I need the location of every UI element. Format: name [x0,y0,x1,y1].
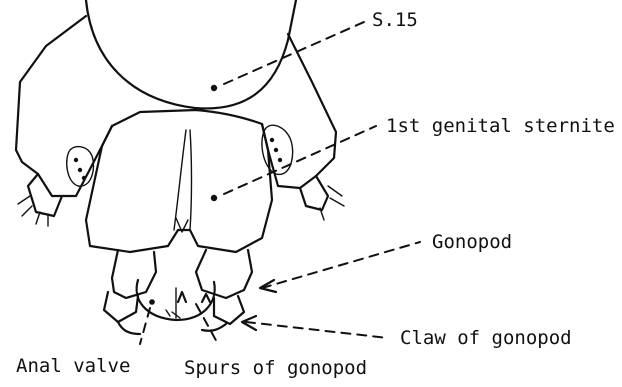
anal-valve-shading [166,310,180,318]
right-leg-stub [300,176,328,210]
right-gonopod-distal [214,296,244,324]
right-lateral-lobe [262,34,336,188]
sternite-15-outline [86,0,296,108]
right-leg-bristles [320,186,344,220]
left-pore-field [67,147,94,187]
left-gonopod [112,250,156,298]
s15-leader-line [224,22,364,84]
genital-sternite-median-groove [174,130,192,230]
label-spurs: Spurs of gonopod [184,357,367,379]
right-pore [278,158,282,162]
label-s15: S.15 [372,9,418,31]
right-pore [270,138,274,142]
left-pore [74,158,78,162]
right-gonopod [196,250,252,298]
gonopod-leader-line [262,242,420,288]
genital-sternite-outline [86,110,272,252]
label-anal-valve: Anal valve [16,355,130,377]
right-spur [202,294,210,302]
genital-sternite-leader-line [224,126,376,194]
right-pore [274,148,278,152]
label-gonopod: Gonopod [432,231,512,253]
anal-valve-target-dot [149,299,155,305]
anal-valve-leader-line [140,308,150,344]
left-pore [78,168,82,172]
claw-leader-line [246,322,388,338]
label-genital-sternite: 1st genital sternite [386,115,615,137]
s15-target-dot [211,85,217,91]
left-spur [178,292,186,302]
left-claw [118,322,140,334]
left-pore [82,176,86,180]
right-claw [202,324,226,331]
genital-sternite-target-dot [211,195,217,201]
label-claw: Claw of gonopod [400,327,572,349]
